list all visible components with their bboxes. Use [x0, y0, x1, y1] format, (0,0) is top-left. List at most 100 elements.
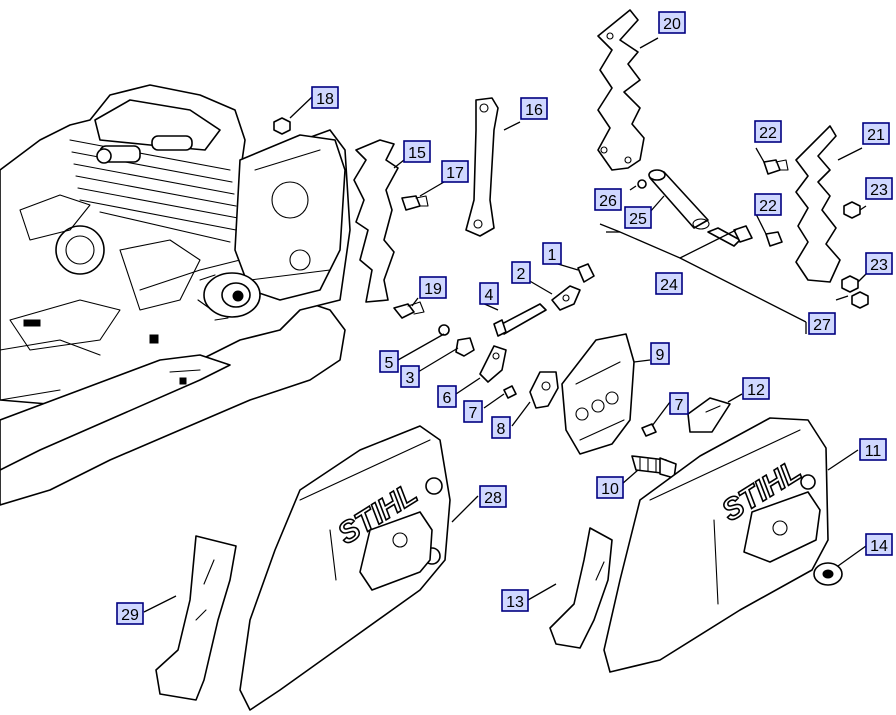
tensioner-nut-2 — [551, 285, 581, 311]
svg-text:28: 28 — [484, 490, 502, 507]
svg-text:29: 29 — [121, 607, 139, 624]
svg-text:10: 10 — [601, 481, 619, 498]
svg-text:7: 7 — [469, 405, 478, 422]
callout-12: 12 — [742, 377, 770, 400]
svg-text:24: 24 — [660, 277, 678, 294]
callout-6: 6 — [437, 385, 457, 408]
callout-11: 11 — [859, 438, 887, 461]
bumper-plate-16 — [465, 97, 499, 237]
rubber-block-12 — [687, 397, 731, 433]
svg-text:2: 2 — [517, 266, 526, 283]
tensioner-gear-3 — [455, 337, 475, 357]
svg-text:16: 16 — [525, 102, 543, 119]
chain-catcher-8 — [529, 371, 559, 409]
svg-text:27: 27 — [813, 317, 831, 334]
callout-17: 17 — [441, 160, 469, 183]
callout-20: 20 — [658, 11, 686, 34]
svg-text:25: 25 — [629, 211, 647, 228]
bolt-22-lower — [765, 231, 783, 247]
svg-text:4: 4 — [485, 287, 494, 304]
engine-housing — [0, 84, 351, 506]
callout-7-left: 7 — [463, 400, 483, 423]
callout-19: 19 — [419, 276, 447, 299]
svg-text:17: 17 — [446, 165, 464, 182]
svg-text:5: 5 — [385, 355, 394, 372]
leader-lines — [143, 37, 867, 613]
bumper-spike-21 — [795, 125, 841, 283]
callout-16: 16 — [520, 97, 548, 120]
washer-5 — [438, 324, 450, 336]
nut-27 — [851, 291, 869, 309]
tensioner-screw-4 — [493, 303, 547, 337]
callout-2: 2 — [511, 261, 531, 284]
chain-catcher-29 — [155, 535, 237, 701]
callout-9: 9 — [650, 342, 670, 365]
callout-22-top: 22 — [754, 120, 782, 143]
svg-text:20: 20 — [663, 16, 681, 33]
callout-14: 14 — [865, 533, 893, 556]
callout-3: 3 — [400, 365, 420, 388]
svg-text:23: 23 — [870, 257, 888, 274]
bolt-22-top — [763, 159, 789, 175]
callout-15: 15 — [403, 140, 431, 163]
svg-text:8: 8 — [497, 421, 506, 438]
callout-23-top: 23 — [865, 177, 893, 200]
screw-7-left — [503, 385, 517, 399]
svg-text:6: 6 — [443, 390, 452, 407]
svg-text:13: 13 — [506, 594, 524, 611]
svg-text:21: 21 — [867, 127, 885, 144]
callout-24: 24 — [655, 272, 683, 295]
sprocket-cover-28: STIHL — [239, 425, 451, 711]
callout-10: 10 — [596, 476, 624, 499]
svg-text:14: 14 — [870, 538, 888, 555]
spacer-sleeve-25 — [648, 169, 710, 230]
callout-22-lower: 22 — [754, 193, 782, 216]
screw-7-right — [641, 423, 657, 437]
nut-23-top — [843, 201, 861, 219]
chain-catcher-13 — [549, 527, 613, 649]
svg-text:7: 7 — [675, 397, 684, 414]
sprocket-cover-11: STIHL — [603, 417, 829, 673]
svg-text:22: 22 — [759, 198, 777, 215]
screw-24 — [707, 225, 753, 247]
svg-text:26: 26 — [599, 193, 617, 210]
svg-text:9: 9 — [656, 347, 665, 364]
callout-13: 13 — [501, 589, 529, 612]
svg-text:12: 12 — [747, 382, 765, 399]
tensioner-plate-6 — [479, 345, 507, 383]
callout-1: 1 — [542, 242, 562, 265]
callout-27: 27 — [808, 312, 836, 335]
nut-23-lower — [841, 275, 859, 293]
svg-text:22: 22 — [759, 125, 777, 142]
svg-text:1: 1 — [548, 247, 557, 264]
svg-text:3: 3 — [406, 370, 415, 387]
svg-text:23: 23 — [870, 182, 888, 199]
svg-text:11: 11 — [865, 443, 882, 460]
nut-18 — [273, 117, 291, 135]
guide-plate-9 — [561, 333, 635, 455]
tensioner-slide-1 — [577, 263, 595, 283]
callout-labels: 1 2 3 4 5 6 7 7 8 9 10 11 12 13 14 15 16… — [116, 11, 893, 625]
callout-29: 29 — [116, 602, 144, 625]
collar-screw-10 — [631, 455, 677, 479]
callout-8: 8 — [491, 416, 511, 439]
callout-25: 25 — [624, 206, 652, 229]
callout-21: 21 — [862, 122, 890, 145]
svg-text:15: 15 — [408, 145, 426, 162]
callout-18: 18 — [311, 86, 339, 109]
bumper-spike-20 — [597, 9, 645, 171]
bumper-spike-15 — [353, 139, 399, 303]
svg-text:19: 19 — [424, 281, 442, 298]
callout-26: 26 — [594, 188, 622, 211]
callout-5: 5 — [379, 350, 399, 373]
callout-28: 28 — [479, 485, 507, 508]
washer-26 — [637, 179, 647, 189]
svg-text:18: 18 — [316, 91, 334, 108]
bolt-17 — [401, 195, 429, 211]
callout-23-lower: 23 — [865, 252, 893, 275]
callout-4: 4 — [479, 282, 499, 305]
bolt-19 — [393, 301, 425, 319]
callout-7-right: 7 — [669, 392, 689, 415]
collar-nut-14 — [813, 562, 843, 586]
